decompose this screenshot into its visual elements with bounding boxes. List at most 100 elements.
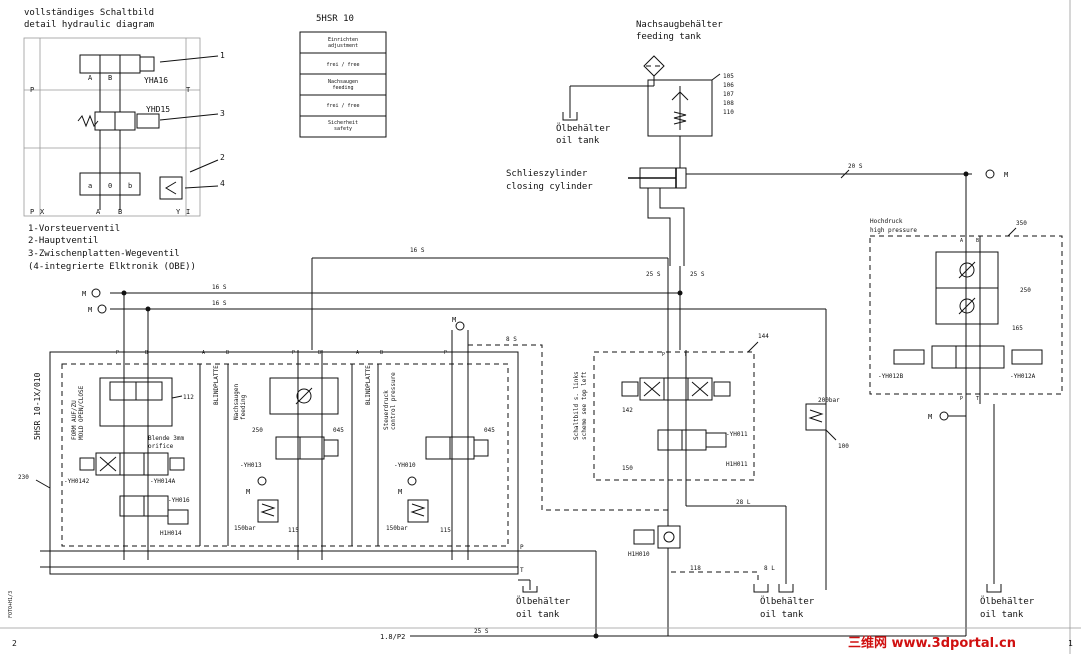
label-045-b: 045 xyxy=(484,427,495,434)
main-valve-block: 5HSR 10-1X/010 230 FORM AUF/ZU MOLD OPEN… xyxy=(18,316,524,575)
feeding-tank-group: Nachsaugbehälter feeding tank Ölbehälter… xyxy=(556,20,734,146)
section4-title: BLINDPLATTE xyxy=(365,365,372,405)
ref-350: 350 xyxy=(1016,220,1027,227)
cylinder-label-en: closing cylinder xyxy=(506,182,593,192)
label-150bar-a: 150bar xyxy=(234,525,256,532)
gauge-m-7: M xyxy=(928,413,932,421)
detail-inset: vollständiges Schaltbild detail hydrauli… xyxy=(23,8,225,272)
hp-title-en: high pressure xyxy=(870,227,917,234)
pipe-16s-b: 16 S xyxy=(212,284,227,291)
oil-tank-1-de: Ölbehälter xyxy=(516,596,571,607)
gauge-m-4: M xyxy=(398,488,402,496)
label-yh013: -YH013 xyxy=(240,462,262,469)
inset-valve-label-1: YHA16 xyxy=(144,76,168,85)
sheet-mark-left: 2 xyxy=(12,639,17,648)
valve-block-144: 144 Schaltbild s. links scheme see top l… xyxy=(573,333,769,506)
high-pressure-block: Hochdruck high pressure 350 250 165 -YH0… xyxy=(869,169,1063,421)
port-t-rail: T xyxy=(520,567,524,574)
inset-callout-2: 2 xyxy=(220,153,225,162)
gauge-m-5: M xyxy=(452,316,456,324)
line-label-p2: 1.8/P2 xyxy=(380,633,405,641)
return-lines: Ölbehälter oil tank 1.8/P2 25 S Ölbehält… xyxy=(380,404,1035,641)
oil-tank-top-en: oil tank xyxy=(556,136,600,146)
pipe-25s-bottom: 25 S xyxy=(474,628,489,635)
ref-110: 110 xyxy=(723,109,734,116)
tank-icon-3 xyxy=(986,584,1002,593)
label-h1h011: H1H011 xyxy=(726,461,748,468)
section3-title-de: Nachsaugen xyxy=(233,383,240,420)
inset-port-a3: A xyxy=(96,208,101,216)
valve-yh14 xyxy=(95,452,169,476)
inset-port-t: T xyxy=(186,86,191,94)
ref-144: 144 xyxy=(758,333,769,340)
port-p-rail: P xyxy=(520,544,524,551)
watermark: 三维网 www.3dportal.cn xyxy=(848,635,1016,651)
inset-port-p3: P xyxy=(30,208,34,216)
section1-title-en: MOLD OPEN/CLOSE xyxy=(78,385,85,440)
orifice-de: Blende 3mm xyxy=(148,435,185,442)
oil-tank-top-de: Ölbehälter xyxy=(556,123,611,134)
port-p-1: P xyxy=(116,350,119,356)
gauge-icon-4 xyxy=(407,476,417,486)
label-115-b: 115 xyxy=(440,527,451,534)
port-b-1: B xyxy=(145,350,148,356)
port-a-2: A xyxy=(202,350,205,356)
pipe-25s-b: 25 S xyxy=(690,271,705,278)
label-yh142: -YH0142 xyxy=(64,478,90,485)
inset-callout-4: 4 xyxy=(220,179,225,188)
inset-valve-label-2: YHD15 xyxy=(146,105,170,114)
inset-callout-1: 1 xyxy=(220,51,225,60)
inset-port-0: 0 xyxy=(108,182,112,190)
component-250 xyxy=(269,377,339,415)
section3-title-en: feeding xyxy=(240,394,247,420)
table-row-2: frei / free xyxy=(326,62,359,68)
relief-valve-1 xyxy=(257,499,279,523)
oil-tank-1-en: oil tank xyxy=(516,610,560,620)
inset-port-b: b xyxy=(128,182,132,190)
label-250: 250 xyxy=(252,427,263,434)
ref-107: 107 xyxy=(723,91,734,98)
section5-title-en: control pressure xyxy=(390,372,397,430)
gauge-icon-2 xyxy=(97,304,107,314)
gauge-m-6: M xyxy=(1004,171,1008,179)
relief-pressure: 200bar xyxy=(818,397,840,404)
gauge-m-2: M xyxy=(88,306,92,314)
label-150-right: 150 xyxy=(622,465,633,472)
component-118: H1H010 118 xyxy=(628,490,701,636)
inset-port-b2: B xyxy=(108,74,112,82)
pipe-16s-c: 16 S xyxy=(212,300,227,307)
oil-tank-2-de: Ölbehälter xyxy=(760,596,815,607)
component-112 xyxy=(99,377,173,427)
orifice-en: orifice xyxy=(148,443,174,450)
tank-icon-2 xyxy=(778,584,794,593)
inset-legend-2: 2-Hauptventil xyxy=(28,236,98,246)
block-ref: 230 xyxy=(18,474,29,481)
inset-port-i: I xyxy=(186,208,190,216)
label-112: 112 xyxy=(183,394,194,401)
port-a-4: A xyxy=(356,350,359,356)
pipe-28l: 28 L xyxy=(736,499,751,506)
inset-port-a: a xyxy=(88,182,92,190)
section5-title-de: Steuerdruck xyxy=(383,390,390,430)
port-p-5: P xyxy=(444,350,447,356)
ref-106: 106 xyxy=(723,82,734,89)
table-row-5-de: Sicherheit xyxy=(328,120,358,126)
pipe-16s-a: 16 S xyxy=(410,247,425,254)
function-table: 5HSR 10 Einrichten adjustment frei / fre… xyxy=(299,14,387,138)
inset-port-a2: A xyxy=(88,74,93,82)
label-yh14a: -YH014A xyxy=(150,478,176,485)
hp-label-165: 165 xyxy=(1012,325,1023,332)
gauge-icon-1 xyxy=(91,288,101,298)
feeding-tank-title-en: feeding tank xyxy=(636,32,702,42)
label-yh010: -YH010 xyxy=(394,462,416,469)
label-yh011: -YH011 xyxy=(726,431,748,438)
supply-lines: 16 S 16 S 16 S M M 8 S xyxy=(82,247,827,590)
gauge-icon-3 xyxy=(257,476,267,486)
pipe-8s: 8 S xyxy=(506,336,517,343)
inset-legend-4: (4-integrierte Elktronik (OBE)) xyxy=(28,262,196,272)
pipe-25s-a: 25 S xyxy=(646,271,661,278)
port-b-3: B xyxy=(318,350,321,356)
hp-port-t: T xyxy=(976,396,979,402)
inset-port-x: X xyxy=(40,208,45,216)
